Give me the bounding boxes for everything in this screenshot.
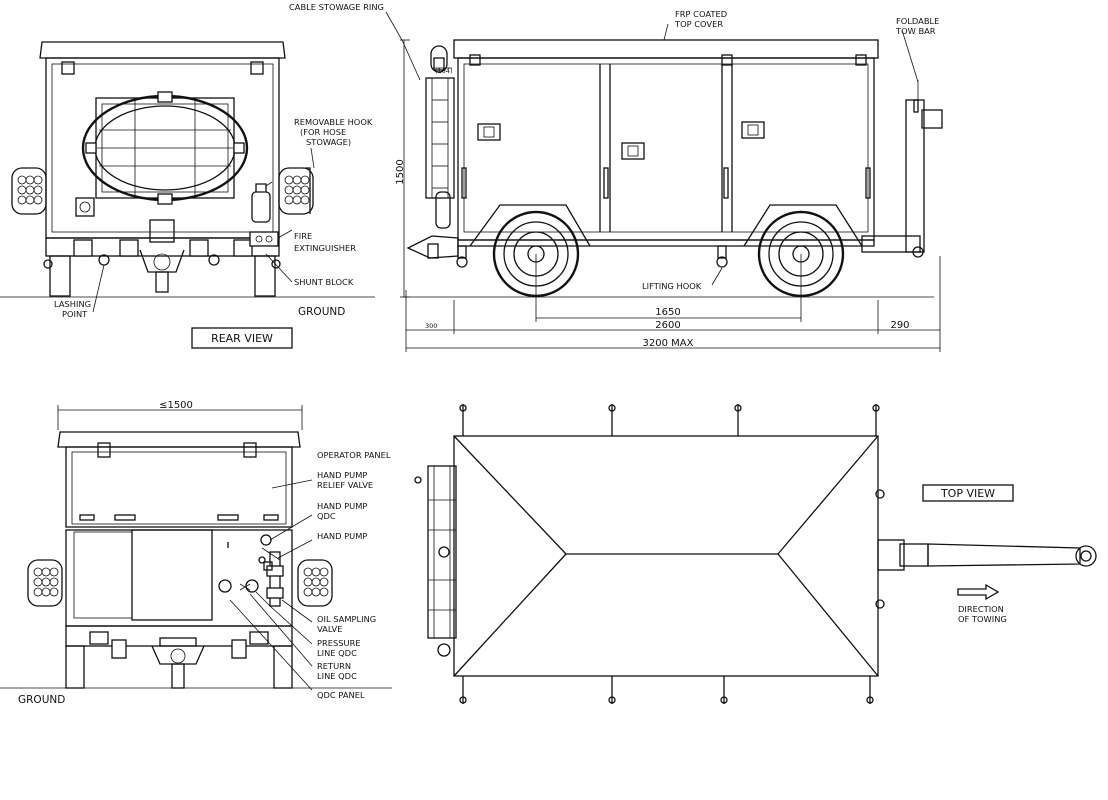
dim-width-1500: ≤1500 <box>159 400 193 411</box>
top-view-title: TOP VIEW <box>940 487 995 500</box>
dim-290: 290 <box>890 320 909 331</box>
label-lifting-hook: LIFTING HOOK <box>642 281 702 291</box>
label-direction-line2: OF TOWING <box>958 614 1007 624</box>
dim-164: (164) <box>435 67 452 75</box>
label-direction-line1: DIRECTION <box>958 604 1004 614</box>
rear-view-title: REAR VIEW <box>211 332 273 345</box>
label-hprv-line2: RELIEF VALVE <box>317 480 373 490</box>
view-titles: REAR VIEW TOP VIEW <box>211 332 995 500</box>
label-shunt-block: SHUNT BLOCK <box>294 277 354 287</box>
label-fire-line1: FIRE <box>294 231 312 241</box>
label-rl-line1: RETURN <box>317 661 351 671</box>
side-view-drawing <box>385 11 943 352</box>
label-hook-line3: STOWAGE) <box>306 137 351 147</box>
label-qdc-panel: QDC PANEL <box>317 690 365 700</box>
label-rl-line2: LINE QDC <box>317 671 357 681</box>
top-view-drawing <box>414 404 1097 704</box>
label-ground-top: GROUND <box>298 306 345 318</box>
label-lashing-line1: LASHING <box>54 299 91 309</box>
dim-1500-vertical: 1500 <box>395 159 406 184</box>
dim-3200-max: 3200 MAX <box>643 338 694 349</box>
label-pl-line2: LINE QDC <box>317 648 357 658</box>
label-tow-bar-line2: TOW BAR <box>895 26 936 36</box>
dim-2600: 2600 <box>655 320 680 331</box>
label-pl-line1: PRESSURE <box>317 638 361 648</box>
label-frp-line2: TOP COVER <box>674 19 723 29</box>
label-cable-stowage-ring: CABLE STOWAGE RING <box>289 2 384 12</box>
label-hpqdc-line2: QDC <box>317 511 336 521</box>
label-hook-line1: REMOVABLE HOOK <box>294 117 373 127</box>
label-ground-bottom: GROUND <box>18 694 65 706</box>
dim-1650: 1650 <box>655 307 680 318</box>
dimension-labels: (164) 1500 1650 2600 300 290 3200 MAX ≤1… <box>159 67 909 411</box>
dim-300: 300 <box>425 322 437 330</box>
label-fire-line2: EXTINGUISHER <box>294 243 356 253</box>
label-hprv-line1: HAND PUMP <box>317 470 367 480</box>
front-view-drawing <box>0 405 392 691</box>
label-lashing-line2: POINT <box>62 309 88 319</box>
label-hpqdc-line1: HAND PUMP <box>317 501 367 511</box>
label-tow-bar-line1: FOLDABLE <box>896 16 939 26</box>
label-frp-line1: FRP COATED <box>675 9 727 19</box>
label-operator-panel: OPERATOR PANEL <box>317 450 391 460</box>
label-osv-line1: OIL SAMPLING <box>317 614 376 624</box>
label-hand-pump: HAND PUMP <box>317 531 367 541</box>
labels: CABLE STOWAGE RING FRP COATED TOP COVER … <box>18 2 1007 706</box>
label-osv-line2: VALVE <box>317 624 342 634</box>
label-hook-line2: (FOR HOSE <box>300 127 346 137</box>
rear-view-drawing <box>0 41 375 349</box>
